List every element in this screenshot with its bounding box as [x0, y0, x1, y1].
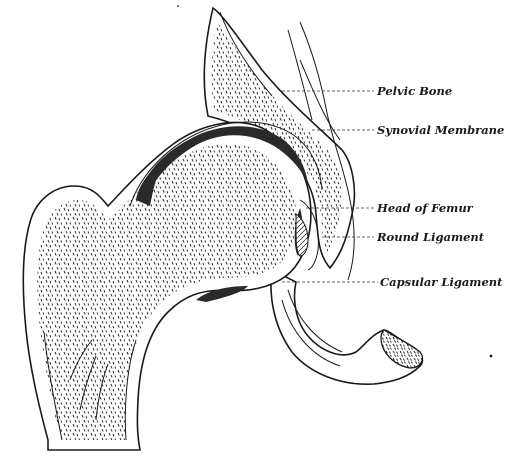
femur [23, 122, 311, 450]
label-capsular-ligament: Capsular Ligament [380, 275, 503, 289]
label-pelvic-bone: Pelvic Bone [376, 84, 452, 98]
speck-mark [177, 5, 179, 7]
label-round-ligament: Round Ligament [376, 230, 485, 244]
label-synovial-membrane: Synovial Membrane [377, 123, 504, 137]
label-head-of-femur: Head of Femur [376, 201, 474, 215]
speck-mark [490, 355, 493, 358]
